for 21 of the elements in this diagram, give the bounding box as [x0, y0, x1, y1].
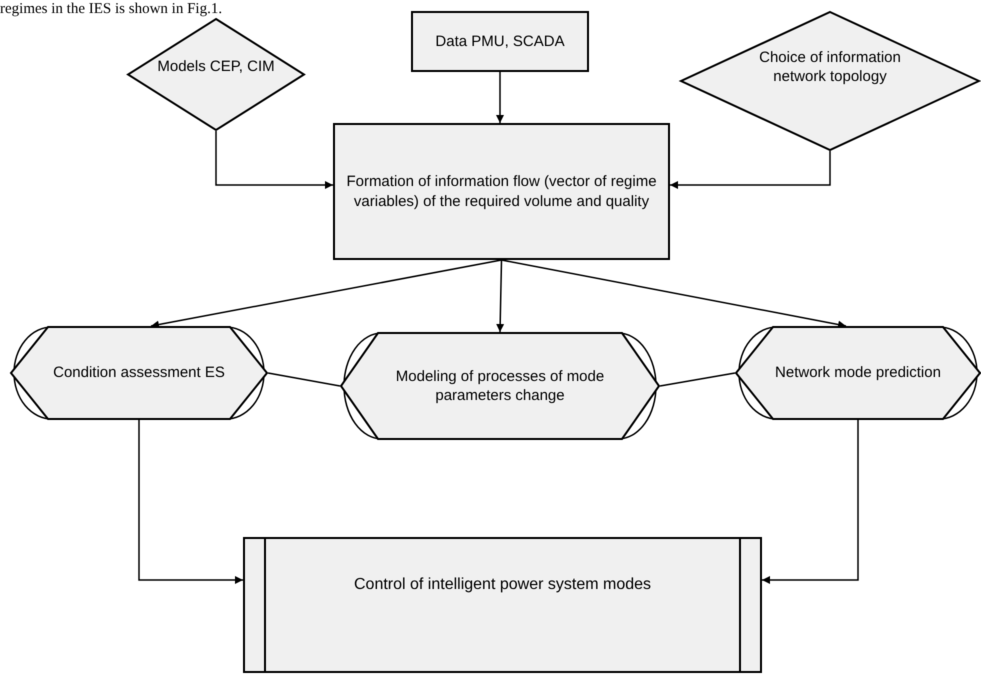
arrow — [150, 259, 502, 328]
arrow — [215, 131, 333, 189]
node-label: Data PMU, SCADA — [434, 32, 566, 52]
node-label: Choice of information network topology — [758, 48, 902, 86]
arrow — [762, 420, 859, 584]
arrow — [501, 259, 846, 328]
arrow — [496, 260, 504, 332]
node-label: Control of intelligent power system modes — [352, 574, 652, 595]
node-label: Modeling of processes of mode parameters change — [394, 366, 606, 406]
arrow — [138, 420, 243, 584]
caption-text: regimes in the IES is shown in Fig.1. — [0, 1, 222, 17]
node-label: Models CEP, CIM — [156, 56, 276, 76]
process-box — [411, 11, 589, 72]
node-label: Condition assessment ES — [52, 363, 226, 383]
process-box — [333, 123, 670, 260]
node-label: Network mode prediction — [774, 363, 942, 383]
arrow — [670, 151, 831, 189]
connector-line — [660, 372, 736, 387]
arrow — [496, 72, 504, 123]
connector-line — [268, 372, 340, 387]
node-label: Formation of information flow (vector of regime variables) of the required volume and quality — [345, 172, 658, 211]
